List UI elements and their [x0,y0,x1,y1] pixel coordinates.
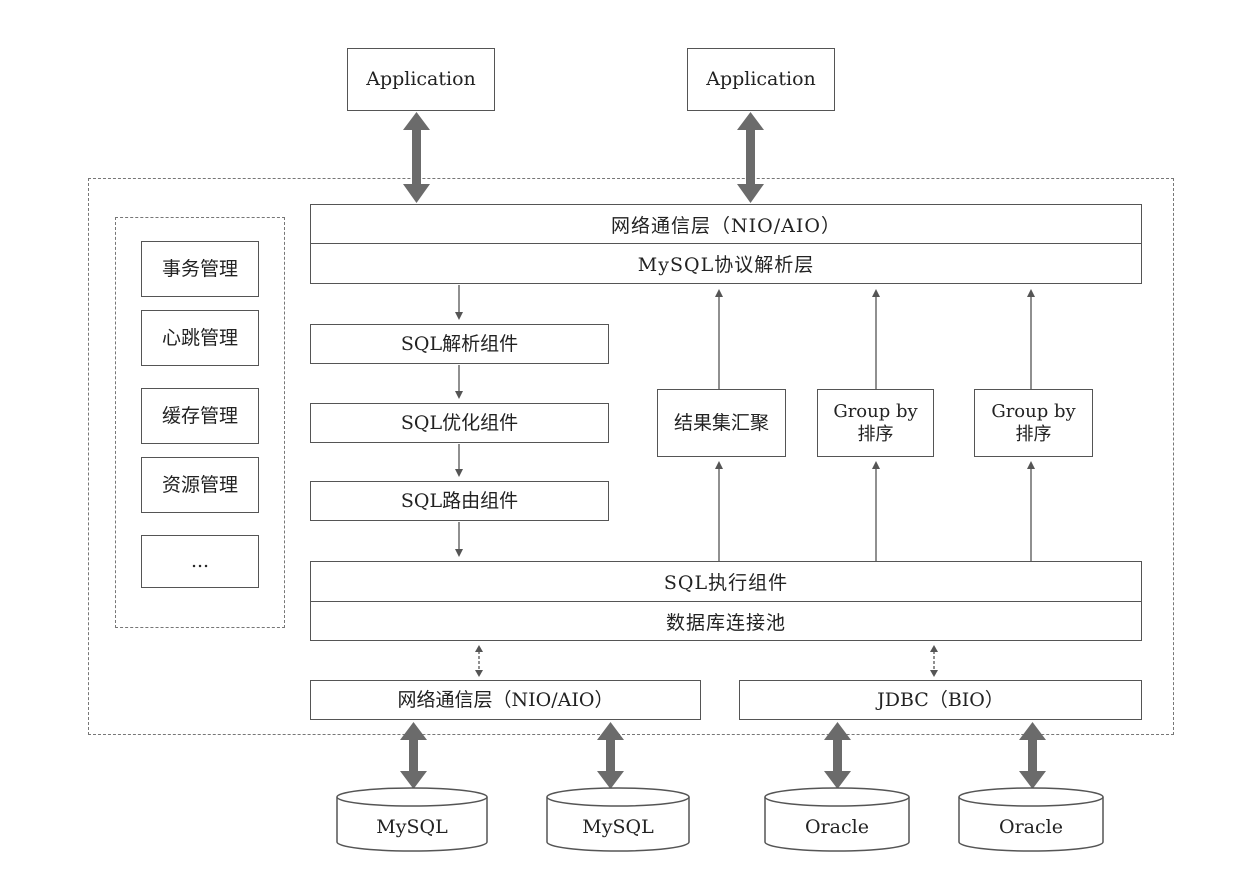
application-box-left: Application [347,48,495,111]
management-group [115,217,285,628]
database-label: MySQL [376,816,448,838]
dashed-double-arrow-right [930,645,938,677]
database-label: Oracle [999,816,1063,838]
transaction-management: 事务管理 [141,241,259,297]
group-by-label: Group by [833,400,918,422]
thick-arrow-db-3 [824,722,851,789]
result-merge-box: 结果集汇聚 [657,389,786,457]
database-connection-pool: 数据库连接池 [310,602,1142,641]
database-cylinder-oracle-2: Oracle [958,787,1104,852]
thick-arrow-app-left [403,112,430,203]
group-by-sort-box-2: Group by 排序 [974,389,1093,457]
thick-arrow-db-2 [597,722,624,789]
group-by-label: Group by [991,400,1076,422]
database-cylinder-oracle-1: Oracle [764,787,910,852]
more-management: ... [141,535,259,588]
network-communication-layer: 网络通信层（NIO/AIO） [310,204,1142,244]
backend-network-layer: 网络通信层（NIO/AIO） [310,680,701,720]
sort-label: 排序 [1015,424,1052,445]
heartbeat-management: 心跳管理 [141,310,259,366]
sql-parse-component: SQL解析组件 [310,324,609,364]
dashed-double-arrow-left [475,645,483,677]
sql-route-component: SQL路由组件 [310,481,609,521]
database-cylinder-mysql-1: MySQL [336,787,488,852]
resource-management: 资源管理 [141,457,259,513]
thick-arrow-app-right [737,112,764,203]
database-label: Oracle [805,816,869,838]
sort-label: 排序 [857,424,894,445]
sql-execute-component: SQL执行组件 [310,561,1142,602]
cache-management: 缓存管理 [141,388,259,444]
mysql-protocol-layer: MySQL协议解析层 [310,244,1142,284]
database-cylinder-mysql-2: MySQL [546,787,690,852]
sql-optimize-component: SQL优化组件 [310,403,609,443]
application-box-right: Application [687,48,835,111]
thick-arrow-db-1 [400,722,427,789]
jdbc-layer: JDBC（BIO） [739,680,1142,720]
database-label: MySQL [582,816,654,838]
group-by-sort-box-1: Group by 排序 [817,389,934,457]
thick-arrow-db-4 [1019,722,1046,789]
middleware-boundary [88,178,1174,735]
